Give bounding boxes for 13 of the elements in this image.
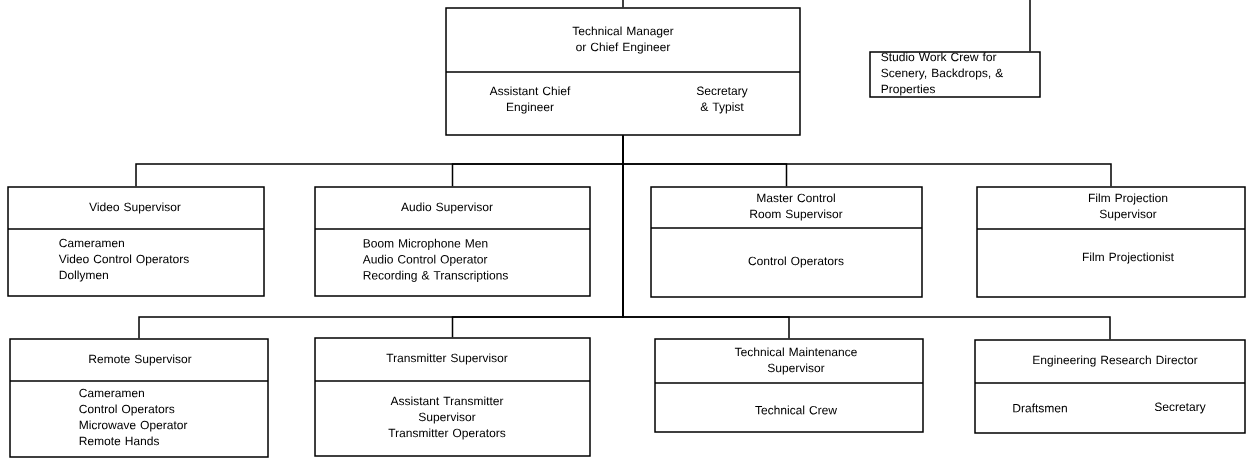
connector-line <box>622 135 1111 340</box>
org-box: Technical Manager or Chief Engineer Assistant Chief Engineer Secretary & Typist <box>445 7 801 136</box>
org-box: Studio Work Crew for Scenery, Backdrops, & Properties <box>869 51 1041 98</box>
connector-line <box>622 0 624 8</box>
org-box: Engineering Research Director Draftsmen Secretary <box>974 339 1246 434</box>
org-box: Technical Maintenance Supervisor Technical Crew <box>654 338 924 433</box>
org-box: Film Projection Supervisor Film Projectionist <box>976 186 1246 298</box>
org-box: Video Supervisor Cameramen Video Control Operators Dollymen <box>7 186 265 297</box>
org-box: Transmitter Supervisor Assistant Transmitter Supervisor Transmitter Operators <box>314 337 591 457</box>
org-box: Master Control Room Supervisor Control Operators <box>650 186 923 298</box>
connector-line <box>1029 0 1031 52</box>
org-box: Remote Supervisor Cameramen Control Operators Microwave Operator Remote Hands <box>9 338 269 458</box>
org-box: Audio Supervisor Boom Microphone Men Audio Control Operator Recording & Transcriptions <box>314 186 591 297</box>
